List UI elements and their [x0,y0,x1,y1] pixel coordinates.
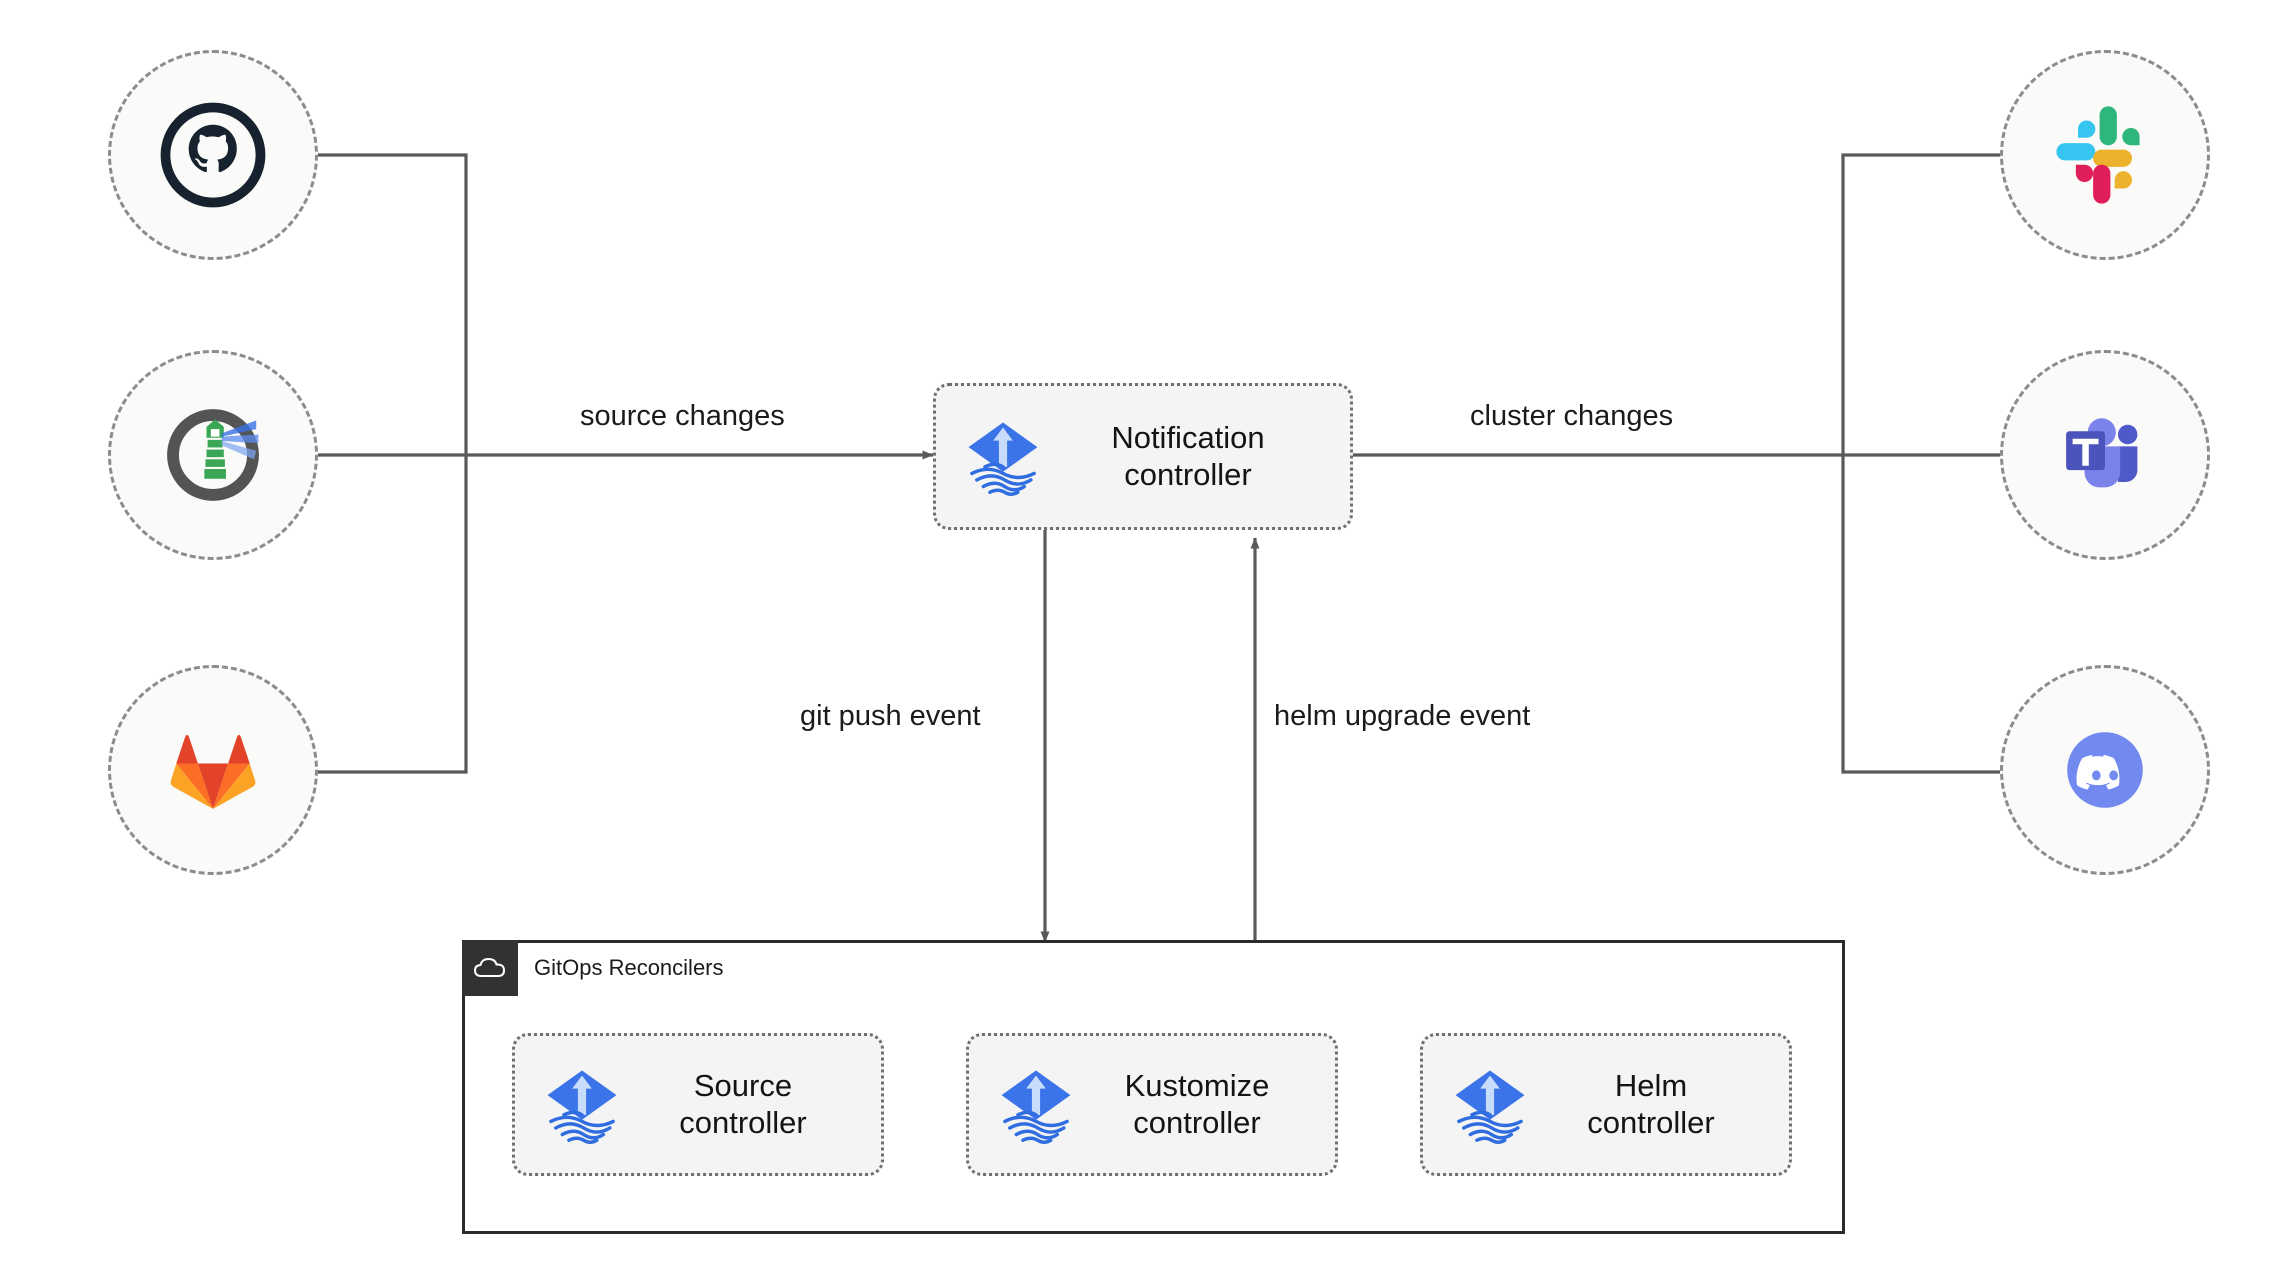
slack-icon [2056,106,2140,204]
cloud-icon-tile [462,940,518,996]
wire-gitlab-to-bus [318,455,468,774]
source-controller-box[interactable]: Source controller [512,1033,884,1176]
notification-controller-box[interactable]: Notification controller [933,383,1353,530]
cloud-icon [473,957,506,977]
microsoft-teams-icon [2066,418,2138,488]
kustomize-controller-box[interactable]: Kustomize controller [966,1033,1338,1176]
flux-lighthouse-icon [167,409,259,501]
flux-logo-icon [968,422,1038,496]
gitlab-icon [170,734,256,809]
gitops-reconcilers-header: GitOps Reconcilers [462,940,724,996]
github-icon [160,102,266,208]
notification-controller-label: Notification controller [1111,419,1265,492]
flux-logo-icon [547,1070,617,1144]
wire-github-to-bus [318,153,468,455]
destination-node-teams[interactable] [2000,350,2210,560]
source-node-flux[interactable] [108,350,318,560]
discord-icon [2067,732,2143,808]
helm-controller-box[interactable]: Helm controller [1420,1033,1792,1176]
destination-node-discord[interactable] [2000,665,2210,875]
helm-controller-label: Helm controller [1587,1067,1715,1140]
edge-label-cluster-changes: cluster changes [1470,400,1674,432]
source-controller-label: Source controller [679,1067,807,1140]
edge-label-helm-upgrade-event: helm upgrade event [1274,700,1531,732]
flux-logo-icon [1455,1070,1525,1144]
kustomize-controller-label: Kustomize controller [1124,1067,1270,1140]
flux-logo-icon [1001,1070,1071,1144]
destination-node-slack[interactable] [2000,50,2210,260]
source-node-gitlab[interactable] [108,665,318,875]
gitops-reconcilers-title: GitOps Reconcilers [534,955,724,980]
source-node-github[interactable] [108,50,318,260]
edge-label-git-push-event: git push event [800,700,981,732]
edge-label-source-changes: source changes [580,400,785,432]
